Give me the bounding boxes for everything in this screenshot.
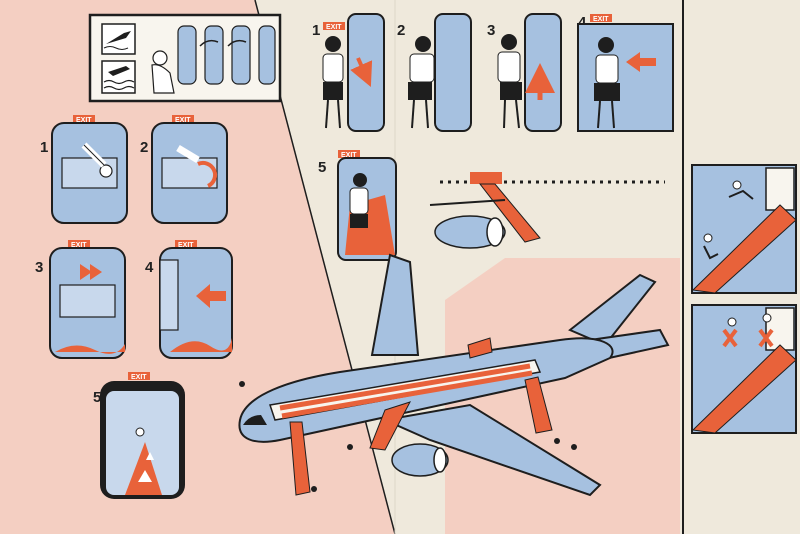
window-step-3: 3 EXIT bbox=[35, 240, 126, 359]
window-step-5: 5 EXIT bbox=[93, 372, 185, 499]
door-step-2: 2 bbox=[397, 13, 472, 132]
no-high-heels-panel bbox=[691, 304, 797, 434]
door-step-6: 6 bbox=[425, 152, 665, 249]
exit-sign: EXIT bbox=[71, 242, 87, 249]
step-number: 2 bbox=[397, 22, 405, 39]
door-step-3: 3 bbox=[487, 13, 562, 132]
exit-sign: EXIT bbox=[593, 16, 609, 23]
door-step-1: 1 EXIT bbox=[312, 13, 385, 132]
window-exit-steps: 1 EXIT 2 EXIT 3 EXIT bbox=[35, 115, 233, 499]
step-number: 4 bbox=[578, 14, 587, 31]
exit-sign: EXIT bbox=[76, 117, 92, 124]
no-high-heels-icon bbox=[722, 313, 774, 348]
door-exit-steps: 1 EXIT 2 3 bbox=[312, 13, 674, 261]
slide-jump-panel bbox=[691, 164, 797, 294]
step-number: 2 bbox=[140, 139, 148, 156]
door-step-4: 4 EXIT bbox=[577, 14, 674, 132]
brace-position-icon bbox=[101, 23, 136, 55]
brace-position-panel bbox=[88, 13, 282, 103]
exit-sign: EXIT bbox=[175, 117, 191, 124]
step-number: 5 bbox=[93, 389, 101, 406]
exit-sign: EXIT bbox=[178, 242, 194, 249]
evacuation-overview-aircraft bbox=[238, 253, 670, 497]
passenger-seats bbox=[151, 25, 276, 94]
ditching-water-icon bbox=[101, 60, 136, 94]
door-step-5: 5 EXIT bbox=[318, 150, 397, 261]
exit-sign: EXIT bbox=[341, 152, 357, 159]
window-step-2: 2 EXIT bbox=[140, 115, 228, 224]
window-step-1: 1 EXIT bbox=[40, 115, 128, 224]
step-number: 3 bbox=[487, 22, 495, 39]
step-number: 1 bbox=[312, 22, 320, 39]
step-number: 4 bbox=[145, 259, 154, 276]
exit-sign: EXIT bbox=[131, 374, 147, 381]
window-step-4: 4 EXIT bbox=[145, 240, 233, 359]
step-number: 3 bbox=[35, 259, 43, 276]
slide-jump-icon bbox=[703, 180, 754, 260]
step-number: 1 bbox=[40, 139, 48, 156]
exit-sign: EXIT bbox=[326, 24, 342, 31]
step-number: 5 bbox=[318, 159, 326, 176]
